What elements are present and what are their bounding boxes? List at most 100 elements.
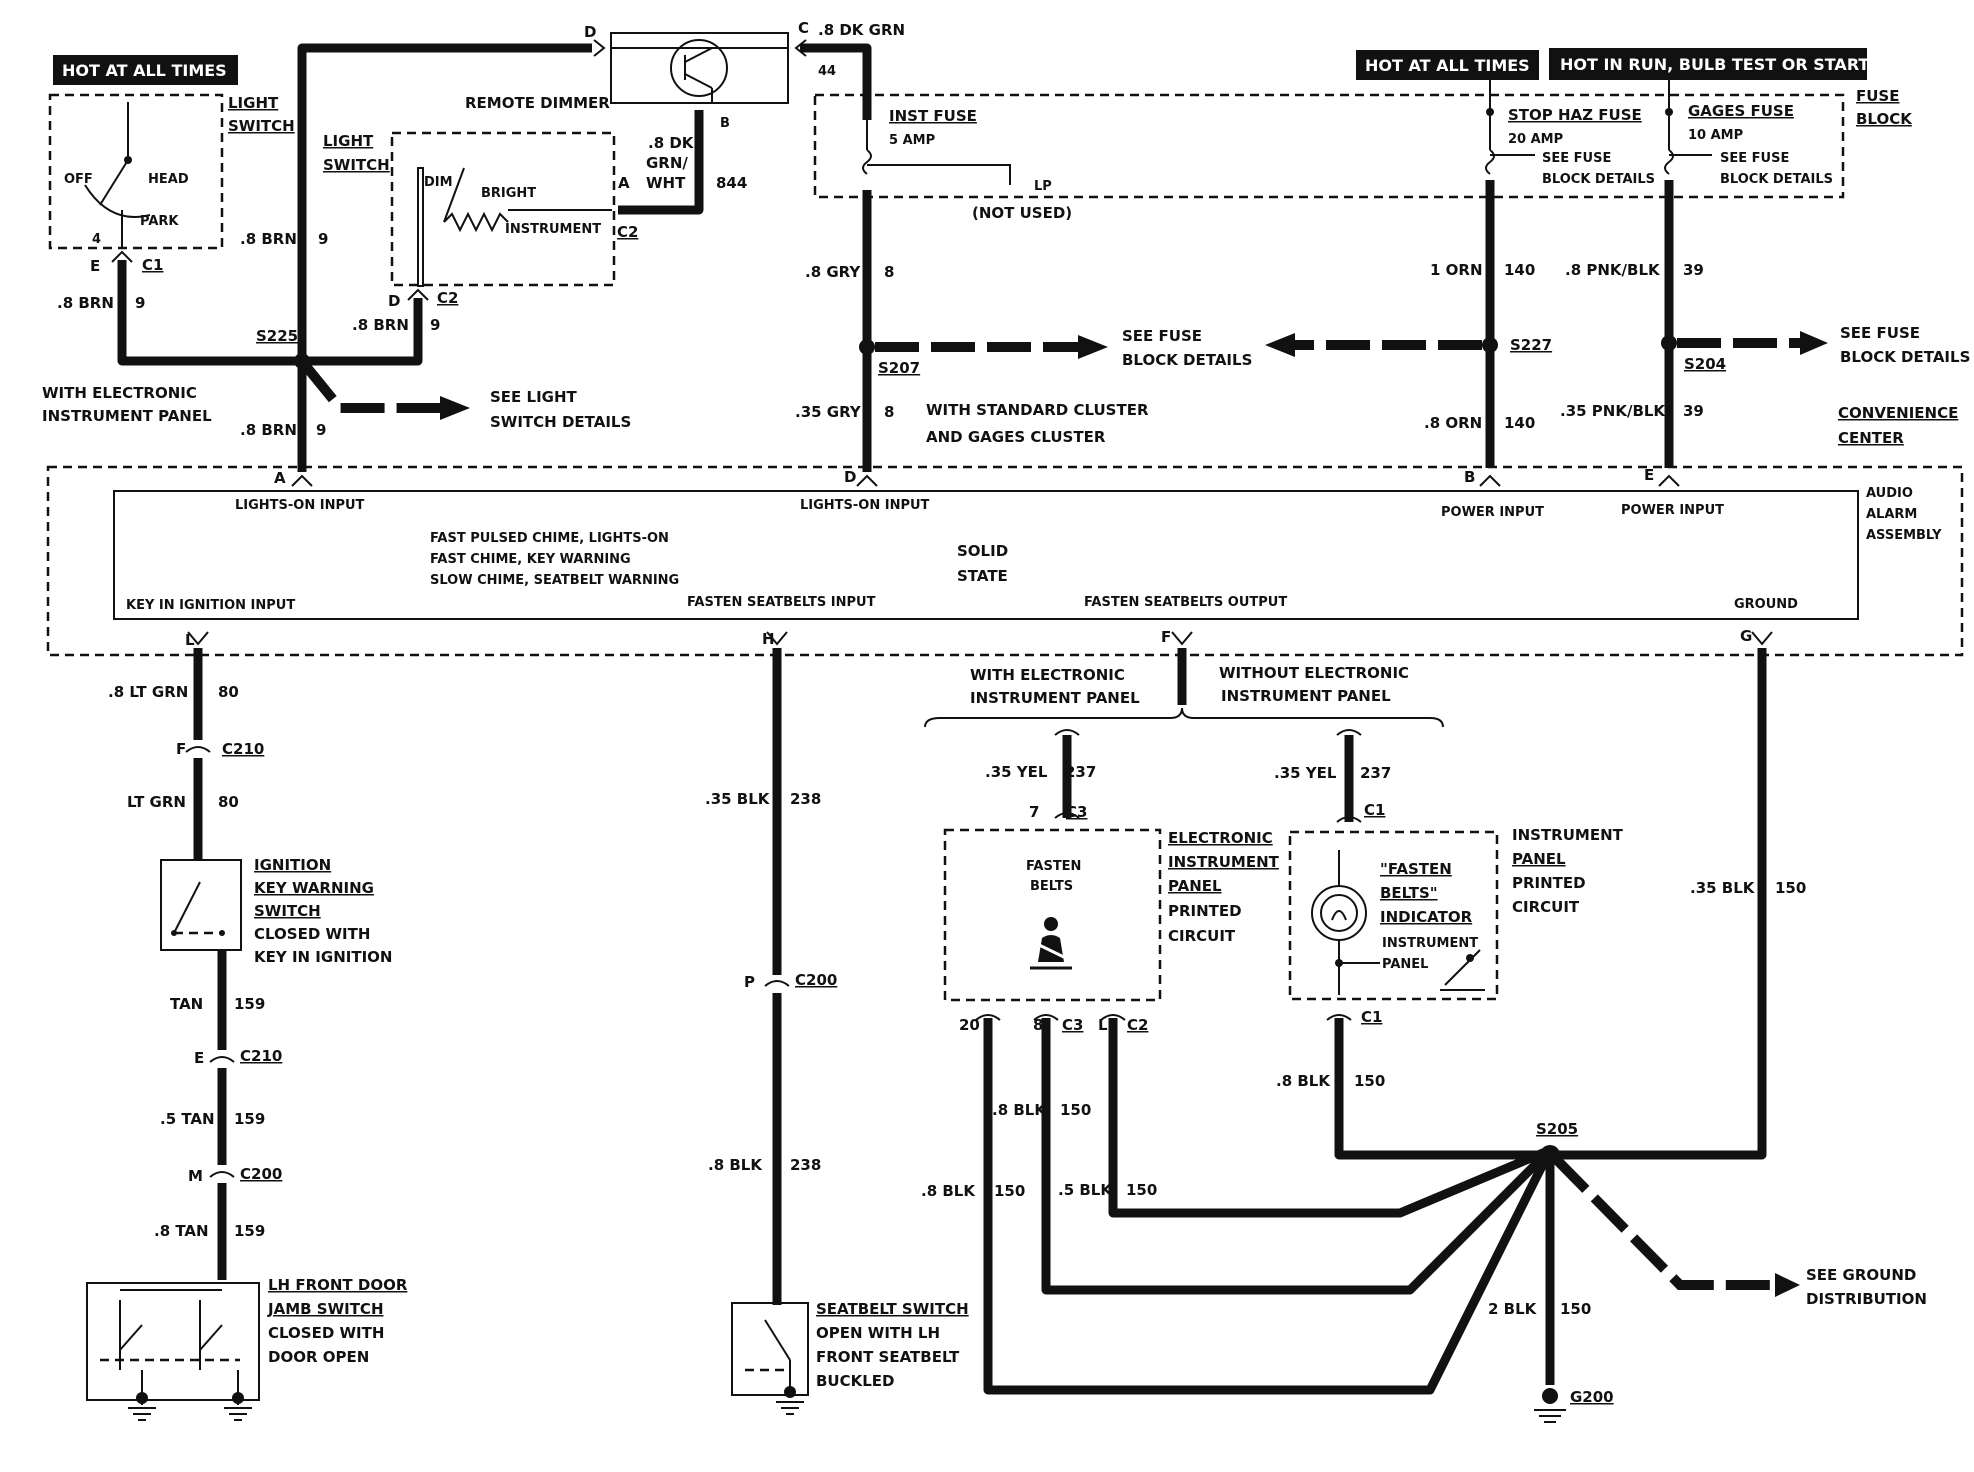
left-conn3-pin: M xyxy=(188,1167,203,1185)
epc-1: ELECTRONIC xyxy=(1168,829,1273,847)
dimmer-connector-d: C2 xyxy=(437,289,458,307)
audio-fasten-out: FASTEN SEATBELTS OUTPUT xyxy=(1084,595,1287,610)
audio-lights-on-2: LIGHTS-ON INPUT xyxy=(800,498,930,513)
s225-label: S225 xyxy=(256,327,298,345)
pnk-see-1: SEE FUSE xyxy=(1840,324,1920,342)
seatbelt-c1: 238 xyxy=(790,790,821,808)
yel-right-w: .35 YEL xyxy=(1274,764,1337,782)
light-switch-wire-path xyxy=(117,260,302,366)
remote-dimmer-box xyxy=(610,32,789,104)
audio-pin-f: F xyxy=(1161,628,1171,646)
out-g-w2: 2 BLK xyxy=(1488,1300,1538,1318)
audio-alarm-outer xyxy=(46,465,1964,657)
dk-grn-wire xyxy=(800,43,872,120)
door-jamb-ground-icon-2 xyxy=(224,1407,252,1421)
g200-label: G200 xyxy=(1570,1388,1614,1406)
inst-fuse-element xyxy=(862,149,872,175)
dimmer-inner-box xyxy=(417,167,424,287)
audio-conn-f xyxy=(1171,631,1193,646)
s225-wire-down: .8 BRN xyxy=(240,421,297,439)
remote-dimmer-transistor xyxy=(670,39,728,97)
yel-left-w: .35 YEL xyxy=(985,763,1048,781)
ind-conn-bot xyxy=(1326,1014,1352,1021)
ignition-switch-blade xyxy=(173,881,201,934)
s207-label: S207 xyxy=(878,359,920,377)
yel-left-conn-bot xyxy=(1054,812,1080,819)
see-fuse-center-2: BLOCK DETAILS xyxy=(1122,351,1252,369)
hot-label-right: HOT AT ALL TIMES xyxy=(1365,56,1530,75)
s204-label: S204 xyxy=(1684,355,1726,373)
door-3: CLOSED WITH xyxy=(268,1324,384,1342)
ign-1: IGNITION xyxy=(254,856,331,874)
gry-cluster-2: AND GAGES CLUSTER xyxy=(926,428,1106,446)
ign-4: CLOSED WITH xyxy=(254,925,370,943)
out-g-w: .35 BLK xyxy=(1690,879,1756,897)
out-b3: .5 BLK xyxy=(1058,1181,1113,1199)
seatbelt-switch-box xyxy=(731,1302,809,1396)
pnk-upper: .8 PNK/BLK xyxy=(1565,261,1661,279)
left-c4: 159 xyxy=(234,1110,265,1128)
gnd-wire-ind xyxy=(1334,1018,1550,1160)
remote-dimmer-wire-b2: GRN/ xyxy=(646,154,688,172)
hot-label-run: HOT IN RUN, BULB TEST OR START xyxy=(1560,55,1869,74)
seatbelt-icon xyxy=(1030,917,1072,970)
fb-c2: C2 xyxy=(1127,1016,1148,1034)
gnd-wire-l xyxy=(1108,1018,1552,1218)
audio-chime-3: SLOW CHIME, SEATBELT WARNING xyxy=(430,573,679,588)
audio-pin-e: E xyxy=(1644,466,1654,484)
door-jamb-arm-2 xyxy=(199,1324,223,1351)
s205-label: S205 xyxy=(1536,1120,1578,1138)
remote-dimmer-pin-c: C xyxy=(798,19,809,37)
dimmer-844-wire xyxy=(618,110,704,215)
light-switch-arc xyxy=(84,184,151,218)
seatbelt-w1: .35 BLK xyxy=(705,790,771,808)
dimmer-d-wire xyxy=(302,298,423,366)
pnk-upper-circuit: 39 xyxy=(1683,261,1704,279)
pnk-conv-2: CENTER xyxy=(1838,429,1904,447)
remote-dimmer-wire-out: .8 DK GRN xyxy=(818,21,905,39)
left-conn2: C210 xyxy=(240,1047,282,1065)
left-c3: 159 xyxy=(234,995,265,1013)
fb-conn-8 xyxy=(1033,1014,1059,1021)
orn-upper: 1 ORN xyxy=(1430,261,1483,279)
out-b1: .8 BLK xyxy=(992,1101,1047,1119)
gry-lower-circuit: 8 xyxy=(884,403,894,421)
door-jamb-ground-icon-1 xyxy=(128,1407,156,1421)
light-switch-circuit: 9 xyxy=(135,294,145,312)
gages-label: GAGES FUSE xyxy=(1688,102,1794,120)
dimmer-switch-box xyxy=(390,131,616,287)
out-b3c: 150 xyxy=(1126,1181,1157,1199)
hot-label-run-box xyxy=(1549,48,1867,80)
dimmer-d-conn-mark xyxy=(407,288,429,301)
out-b1c: 150 xyxy=(1060,1101,1091,1119)
seatbelt-switch-blade xyxy=(764,1319,791,1361)
s204-splice xyxy=(1661,335,1677,351)
audio-pin-b: B xyxy=(1464,468,1475,486)
output-without-1: WITHOUT ELECTRONIC xyxy=(1219,664,1409,682)
audio-alarm-label-3: ASSEMBLY xyxy=(1866,528,1942,543)
gry-lower: .35 GRY xyxy=(795,403,862,421)
pnk-conv-1: CONVENIENCE xyxy=(1838,404,1958,422)
inst-fuse-not-used: (NOT USED) xyxy=(972,204,1072,222)
ipc-2: PANEL xyxy=(1512,850,1566,868)
g200-ground-icon xyxy=(1534,1409,1566,1423)
audio-conn-l xyxy=(187,631,209,646)
fb-pin-l: L xyxy=(1098,1016,1108,1034)
out-b2c: 150 xyxy=(994,1182,1025,1200)
fuse-block-box xyxy=(813,93,1845,199)
orn-lower-circuit: 140 xyxy=(1504,414,1535,432)
gry-upper: .8 GRY xyxy=(805,263,861,281)
yel-left-conn-top xyxy=(1054,729,1080,736)
fasten-belts-1: FASTEN xyxy=(1026,859,1081,874)
out-b4c: 150 xyxy=(1354,1072,1385,1090)
remote-dimmer-wire-b1: .8 DK xyxy=(648,134,695,152)
light-switch-park: PARK xyxy=(140,214,179,229)
audio-conn-a xyxy=(291,474,313,487)
audio-conn-h xyxy=(766,631,788,646)
ign-3: SWITCH xyxy=(254,902,321,920)
dimmer-wire-d: .8 BRN xyxy=(352,316,409,334)
ign-5: KEY IN IGNITION xyxy=(254,948,392,966)
ipc-3: PRINTED xyxy=(1512,874,1586,892)
epc-3: PANEL xyxy=(1168,877,1222,895)
